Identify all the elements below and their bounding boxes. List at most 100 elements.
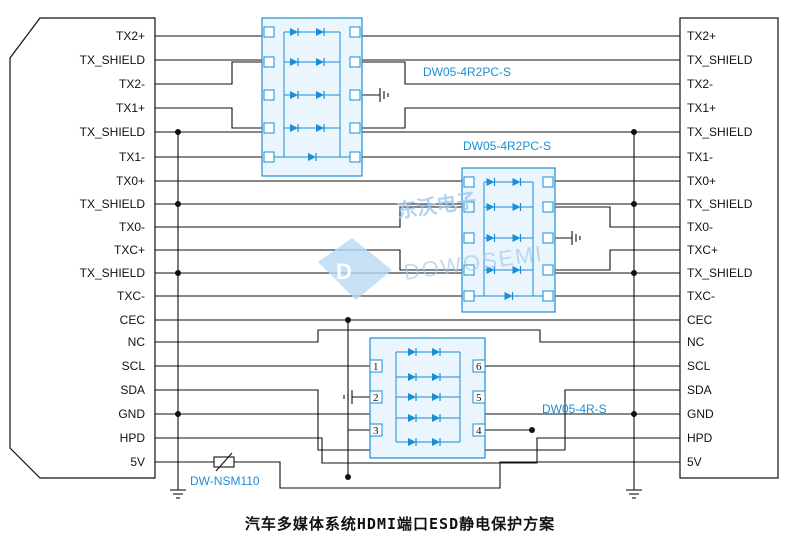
left-pin-label: TX_SHIELD bbox=[80, 125, 146, 139]
left-pin-labels: TX2+ TX_SHIELD TX2- TX1+ TX_SHIELD TX1- … bbox=[80, 29, 146, 469]
diode-icon bbox=[408, 348, 416, 356]
chip-pad bbox=[369, 390, 383, 404]
tvs-diode-icon bbox=[504, 292, 513, 300]
left-pin-label: NC bbox=[128, 335, 146, 349]
diode-icon bbox=[512, 234, 521, 242]
ground-icon bbox=[343, 390, 353, 404]
diode-icon bbox=[486, 266, 495, 274]
pin-number: 3 bbox=[373, 425, 379, 437]
wire-nc bbox=[155, 329, 680, 343]
diode-icon bbox=[486, 178, 495, 186]
top-chip-label: DW05-4R2PC-S bbox=[423, 65, 511, 79]
chip-pad bbox=[463, 176, 475, 188]
right-pin-label: TX0+ bbox=[687, 174, 716, 188]
chip-pad bbox=[542, 290, 554, 302]
left-pin-label: TXC- bbox=[117, 289, 145, 303]
chip-pad bbox=[263, 56, 275, 68]
pin-number: 4 bbox=[476, 425, 482, 437]
left-connector-outline bbox=[9, 17, 156, 479]
chip-pad bbox=[263, 26, 275, 38]
right-pin-label: TX_SHIELD bbox=[687, 266, 753, 280]
diode-icon bbox=[512, 203, 521, 211]
chip-pad bbox=[349, 151, 361, 163]
fuse-label: DW-NSM110 bbox=[190, 474, 260, 488]
diagram-caption: 汽车多媒体系统HDMI端口ESD静电保护方案 bbox=[245, 515, 555, 533]
right-pin-label: SCL bbox=[687, 359, 711, 373]
pin-number: 1 bbox=[373, 361, 379, 373]
ground-symbols bbox=[170, 88, 642, 499]
left-pin-label: CEC bbox=[120, 313, 146, 327]
ground-icon bbox=[170, 489, 186, 499]
diode-icon bbox=[316, 91, 324, 99]
chip-pad bbox=[263, 89, 275, 101]
right-pin-label: TX_SHIELD bbox=[687, 53, 753, 67]
right-pin-label: TX0- bbox=[687, 220, 713, 234]
left-pin-label: SCL bbox=[122, 359, 146, 373]
right-pin-label: 5V bbox=[687, 455, 702, 469]
bottom-chip-pin-numbers: 1 2 3 4 5 6 bbox=[373, 361, 482, 437]
ground-icon bbox=[379, 88, 389, 102]
chip-pad bbox=[472, 390, 486, 404]
wire-txcp bbox=[155, 249, 680, 271]
pin-number: 2 bbox=[373, 392, 379, 404]
chip-pad bbox=[349, 26, 361, 38]
diode-icon bbox=[486, 234, 495, 242]
right-pin-label: NC bbox=[687, 335, 705, 349]
chip-pad bbox=[263, 122, 275, 134]
right-pin-label: HPD bbox=[687, 431, 713, 445]
diode-icon bbox=[316, 124, 324, 132]
right-pin-label: TX_SHIELD bbox=[687, 125, 753, 139]
pin-number: 6 bbox=[476, 361, 482, 373]
diode-icon bbox=[486, 203, 495, 211]
chip-pad bbox=[463, 264, 475, 276]
fuse-icon bbox=[213, 452, 235, 472]
diode-icon bbox=[432, 348, 440, 356]
chip-pad bbox=[349, 122, 361, 134]
chip-pad bbox=[463, 201, 475, 213]
chip-bodies bbox=[261, 17, 556, 459]
diode-icon bbox=[512, 266, 521, 274]
right-pin-label: TX1+ bbox=[687, 101, 716, 115]
chip-pad bbox=[542, 264, 554, 276]
pin-number: 5 bbox=[476, 392, 482, 404]
diode-icon bbox=[290, 91, 298, 99]
right-pin-label: SDA bbox=[687, 383, 712, 397]
left-pin-label: TX1+ bbox=[116, 101, 145, 115]
right-connector-outline bbox=[679, 17, 779, 479]
diode-icon bbox=[290, 58, 298, 66]
ground-icon bbox=[626, 489, 642, 499]
left-pin-label: TX_SHIELD bbox=[80, 53, 146, 67]
diode-icon bbox=[408, 393, 416, 401]
middle-chip-label: DW05-4R2PC-S bbox=[463, 139, 551, 153]
diode-icon bbox=[408, 438, 416, 446]
diode-icon bbox=[432, 393, 440, 401]
top-esd-chip bbox=[261, 17, 363, 177]
left-pin-label: TX0+ bbox=[116, 174, 145, 188]
bottom-chip-label: DW05-4R-S bbox=[542, 402, 607, 416]
wire-tx1p bbox=[155, 107, 680, 129]
diode-icon bbox=[290, 124, 298, 132]
chip-pad bbox=[542, 176, 554, 188]
tvs-diode-icon bbox=[308, 153, 316, 161]
right-pin-label: TX1- bbox=[687, 150, 713, 164]
right-pin-label: TX_SHIELD bbox=[687, 197, 753, 211]
wire-hpd bbox=[155, 437, 680, 464]
chip-pad bbox=[349, 89, 361, 101]
diode-icon bbox=[432, 414, 440, 422]
left-pin-label: TX2+ bbox=[116, 29, 145, 43]
chip-pad bbox=[542, 232, 554, 244]
ground-icon bbox=[571, 231, 581, 245]
diode-icon bbox=[316, 28, 324, 36]
chip-pad bbox=[463, 290, 475, 302]
right-pin-label: TX2- bbox=[687, 77, 713, 91]
chip-pad bbox=[369, 423, 383, 437]
left-pin-label: TX1- bbox=[119, 150, 145, 164]
left-pin-label: TX_SHIELD bbox=[80, 266, 146, 280]
bottom-esd-chip bbox=[369, 337, 486, 459]
right-pin-label: TX2+ bbox=[687, 29, 716, 43]
diode-icon bbox=[432, 373, 440, 381]
diode-icon bbox=[316, 58, 324, 66]
chip-pad bbox=[263, 151, 275, 163]
chip-pad bbox=[463, 232, 475, 244]
